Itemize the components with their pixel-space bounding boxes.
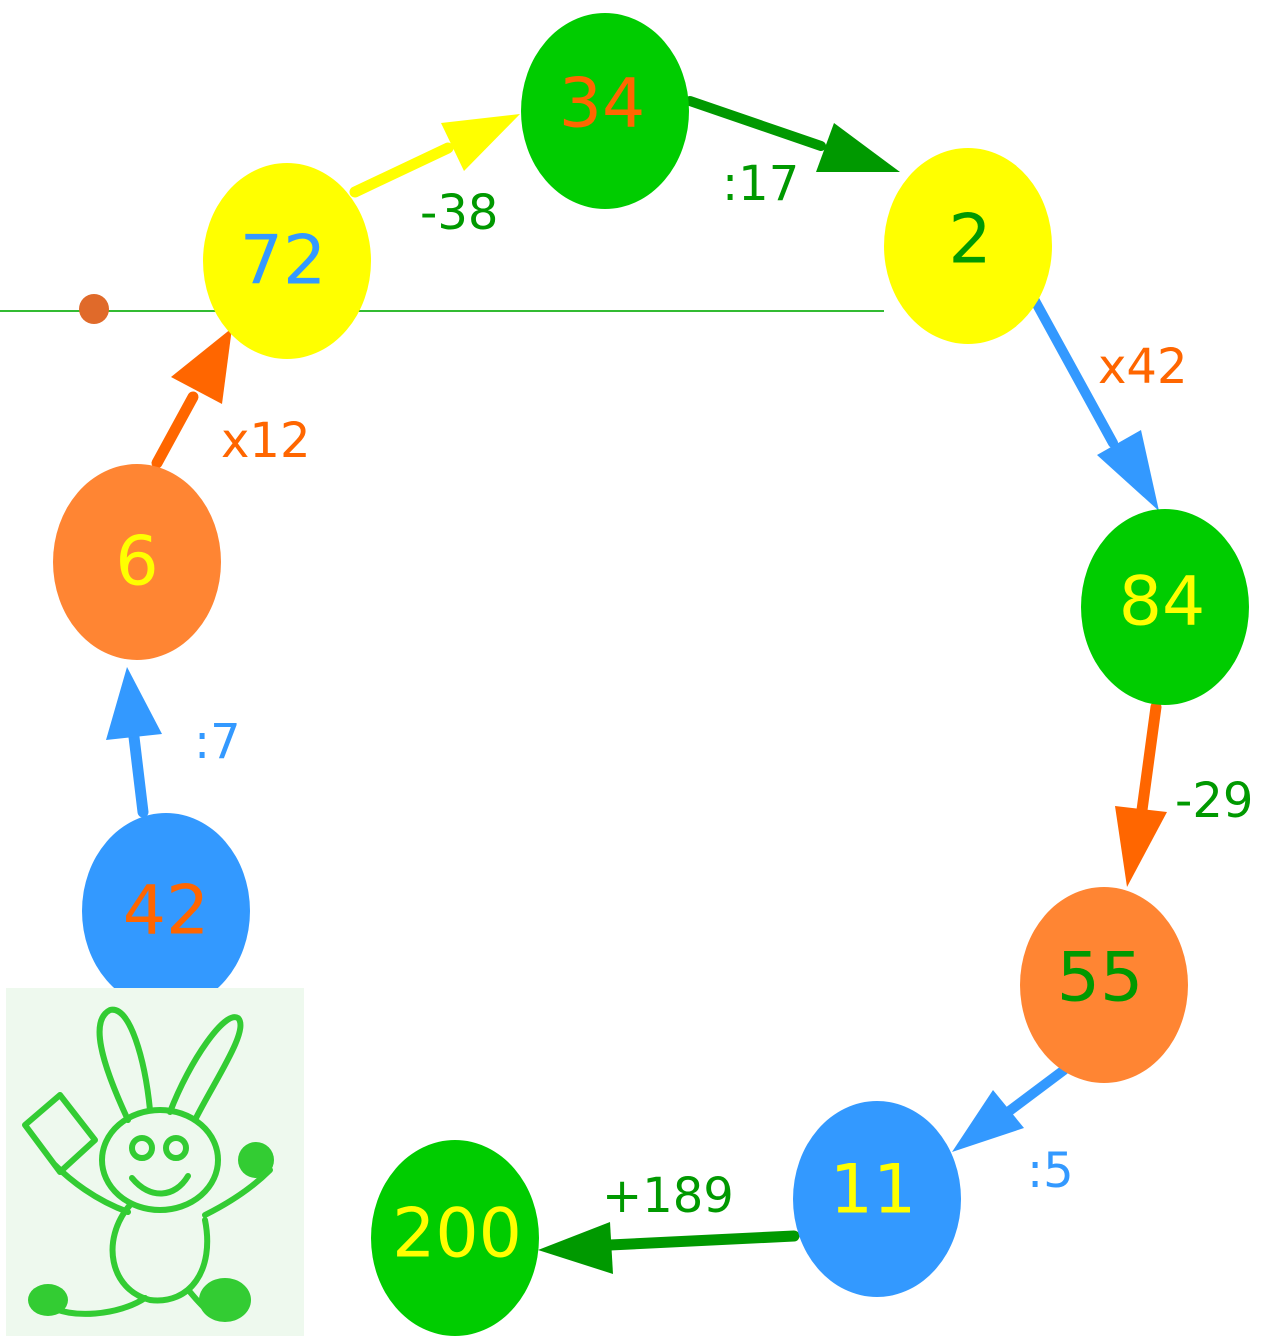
node-value: 84 [1119, 563, 1206, 642]
node-34: 34 [521, 13, 689, 209]
node-bubble [371, 1140, 539, 1336]
node-bubble [203, 163, 371, 359]
node-value: 11 [830, 1151, 917, 1230]
node-value: 6 [115, 523, 158, 602]
node-bubble [1081, 509, 1249, 705]
arrow-84-to-55 [1115, 701, 1167, 887]
node-value: 55 [1057, 939, 1144, 1018]
arrow-shaft [1029, 294, 1118, 448]
arrow-11-to-200 [538, 1222, 800, 1274]
orange-dot [79, 294, 109, 324]
arrow-head [1097, 430, 1159, 511]
arrow-shaft [151, 391, 199, 469]
arrow-shaft [128, 731, 149, 818]
node-value: 200 [392, 1195, 522, 1274]
op-label-div5: :5 [1027, 1143, 1074, 1199]
op-label-x42: x42 [1098, 339, 1187, 395]
arrow-head [816, 123, 900, 172]
op-label-div7: :7 [194, 714, 241, 770]
node-55: 55 [1020, 887, 1188, 1083]
node-84: 84 [1081, 509, 1249, 705]
node-2: 2 [884, 148, 1052, 344]
node-11: 11 [793, 1101, 961, 1297]
op-label-minus29: -29 [1175, 773, 1253, 829]
node-bubble [1020, 887, 1188, 1083]
arrow-shaft [1136, 701, 1162, 816]
arrow-head [441, 114, 520, 171]
arrow-shaft [685, 96, 826, 151]
node-bubble [521, 13, 689, 209]
op-label-x12: x12 [221, 413, 310, 469]
rabbit-mascot-icon [6, 988, 304, 1336]
node-42: 42 [82, 813, 250, 1009]
arrow-head [952, 1090, 1024, 1152]
node-value: 34 [559, 65, 646, 144]
arrow-shaft [995, 1065, 1069, 1123]
node-200: 200 [371, 1140, 539, 1336]
node-value: 72 [240, 222, 327, 301]
node-value: 2 [948, 201, 991, 280]
arrow-shaft [604, 1230, 800, 1251]
arrow-34-to-2 [685, 96, 900, 172]
node-value: 42 [123, 872, 210, 951]
arrow-head [538, 1222, 613, 1274]
op-label-minus38: -38 [420, 185, 498, 241]
arrow-72-to-34 [349, 114, 520, 198]
arrow-head [106, 667, 162, 740]
node-bubble [82, 813, 250, 1009]
op-label-plus189: +189 [602, 1168, 734, 1224]
node-bubble [793, 1101, 961, 1297]
node-bubble [884, 148, 1052, 344]
node-bubble [53, 464, 221, 660]
arrow-shaft [349, 142, 454, 198]
arrow-2-to-84 [1029, 294, 1159, 511]
arrow-6-to-72 [151, 328, 232, 469]
node-6: 6 [53, 464, 221, 660]
node-72: 72 [203, 163, 371, 359]
arrow-42-to-6 [106, 667, 162, 818]
arrow-head [171, 328, 232, 404]
arrow-55-to-11 [952, 1065, 1069, 1152]
op-label-div17: :17 [722, 156, 799, 212]
arrow-head [1115, 806, 1167, 887]
